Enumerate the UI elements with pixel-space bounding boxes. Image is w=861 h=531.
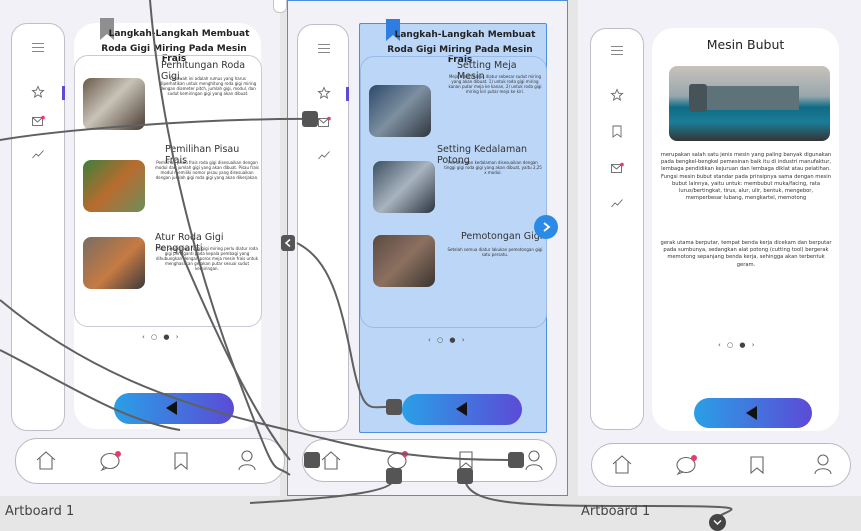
next-slide-button[interactable] <box>534 215 558 239</box>
connection-handle[interactable] <box>304 452 320 468</box>
content-panel[interactable]: Langkah-Langkah Membuat Roda Gigi Miring… <box>359 19 558 433</box>
step-text: Dibawah ini adalah rumus yang harus dipe… <box>159 76 257 96</box>
wire <box>296 242 393 409</box>
content-panel: Mesin Bubut merupakan salah satu jenis m… <box>652 28 839 431</box>
page-title-line1: Langkah-Langkah Membuat <box>108 29 250 39</box>
page-title: Mesin Bubut <box>706 37 785 52</box>
step-heading: Pemotongan Gigi <box>461 231 543 242</box>
bookmark-icon <box>100 18 114 40</box>
step-image-3 <box>373 235 435 287</box>
steps-card: Setting Meja Mesin Meja mesin harus diat… <box>360 56 547 328</box>
bottom-nav <box>15 438 285 484</box>
mail-icon[interactable] <box>611 162 624 174</box>
wire <box>249 479 394 504</box>
bookmark-icon[interactable] <box>750 456 764 475</box>
step-image-1 <box>369 85 431 137</box>
chart-icon[interactable] <box>611 199 623 208</box>
bookmark-icon[interactable] <box>612 125 622 138</box>
scroll-indicator <box>346 87 349 101</box>
step-heading: Atur Roda Gigi Pengganti <box>155 232 224 254</box>
page-title-line2: Roda Gigi Miring Pada Mesin Frais <box>387 45 533 65</box>
step-text: Pemilihan pisau frais roda gigi disesuai… <box>155 160 259 180</box>
bookmark-icon[interactable] <box>174 452 188 471</box>
pagination-dots[interactable]: ‹ ○ ● › <box>718 341 757 349</box>
connection-handle[interactable] <box>457 468 473 484</box>
sidebar <box>11 23 65 431</box>
wire <box>464 479 733 521</box>
step-text: Pemotongan kedalaman disesuaikan dengan … <box>444 160 542 175</box>
description-text-2: gerak utama berputar, tempat benda kerja… <box>660 240 832 268</box>
scroll-indicator <box>62 86 65 100</box>
sidebar <box>590 28 644 430</box>
wire <box>0 299 516 461</box>
chart-icon[interactable] <box>32 150 44 159</box>
step-heading: Setting Kedalaman Potong <box>437 144 528 166</box>
star-icon[interactable] <box>610 88 624 101</box>
machine-body <box>703 86 799 110</box>
back-icon <box>166 401 177 415</box>
back-icon <box>456 402 467 416</box>
back-icon <box>746 406 757 420</box>
back-button[interactable] <box>402 394 522 425</box>
description-text: merupakan salah satu jenis mesin yang pa… <box>660 152 832 202</box>
steps-card: Perhitungan Roda Gigi Dibawah ini adalah… <box>74 55 262 327</box>
bookmark-icon <box>386 19 400 41</box>
bottom-nav <box>591 443 851 487</box>
top-tab-stub <box>273 0 287 13</box>
chart-icon[interactable] <box>318 151 330 160</box>
wire <box>179 249 291 461</box>
home-icon[interactable] <box>612 455 632 474</box>
step-text: Setelah semua diatur lakukan pemotongan … <box>447 247 543 257</box>
pagination-dots[interactable]: ‹ ○ ● › <box>142 333 181 341</box>
artboard-screen-2[interactable]: Langkah-Langkah Membuat Roda Gigi Miring… <box>287 0 568 496</box>
home-icon[interactable] <box>36 451 56 470</box>
page-title-line2: Roda Gigi Miring Pada Mesin Frais <box>101 44 247 64</box>
step-image-2 <box>83 160 145 212</box>
step-image-3 <box>83 237 145 289</box>
step-image-2 <box>373 161 435 213</box>
artboard-screen-3: Mesin Bubut merupakan salah satu jenis m… <box>578 0 861 496</box>
back-button[interactable] <box>694 398 812 428</box>
star-icon[interactable] <box>317 86 331 99</box>
chevron-right-icon <box>543 222 551 232</box>
bookmark-icon[interactable] <box>459 451 473 470</box>
artboard-label[interactable]: Artboard 1 <box>5 504 75 519</box>
wire <box>0 117 319 141</box>
star-icon[interactable] <box>31 85 45 98</box>
user-icon[interactable] <box>814 454 832 475</box>
page-title-line1: Langkah-Langkah Membuat <box>394 30 536 40</box>
step-text: Meja mesin harus diatur sebesar sudut mi… <box>448 74 542 94</box>
connection-handle[interactable] <box>302 111 318 127</box>
sidebar <box>297 24 349 432</box>
user-icon[interactable] <box>525 450 543 471</box>
connection-handle[interactable] <box>386 399 402 415</box>
step-heading: Perhitungan Roda Gigi <box>161 60 246 82</box>
mail-icon[interactable] <box>318 116 331 128</box>
connection-end-icon[interactable] <box>709 514 726 531</box>
connection-handle[interactable] <box>281 235 295 251</box>
chevron-down-icon <box>713 520 722 525</box>
machine-chuck <box>689 84 707 112</box>
artboard-label[interactable]: Artboard 1 <box>581 504 651 519</box>
home-icon[interactable] <box>321 451 341 470</box>
user-icon[interactable] <box>238 450 256 471</box>
connection-handle[interactable] <box>386 468 402 484</box>
chevron-left-icon <box>284 238 291 248</box>
step-heading: Setting Meja Mesin <box>457 60 517 82</box>
wire <box>149 0 291 476</box>
chat-icon[interactable] <box>676 455 698 476</box>
step-heading: Pemilihan Pisau Frais <box>165 144 240 166</box>
chat-icon[interactable] <box>100 451 122 472</box>
step-image-1 <box>83 78 145 130</box>
wire <box>0 349 181 431</box>
pagination-dots[interactable]: ‹ ○ ● › <box>428 336 467 344</box>
step-text: Pada pengerjaan roda gigi miring perlu d… <box>155 246 259 271</box>
machine-image <box>669 66 830 141</box>
connection-handle[interactable] <box>508 452 524 468</box>
mail-icon[interactable] <box>32 115 45 127</box>
